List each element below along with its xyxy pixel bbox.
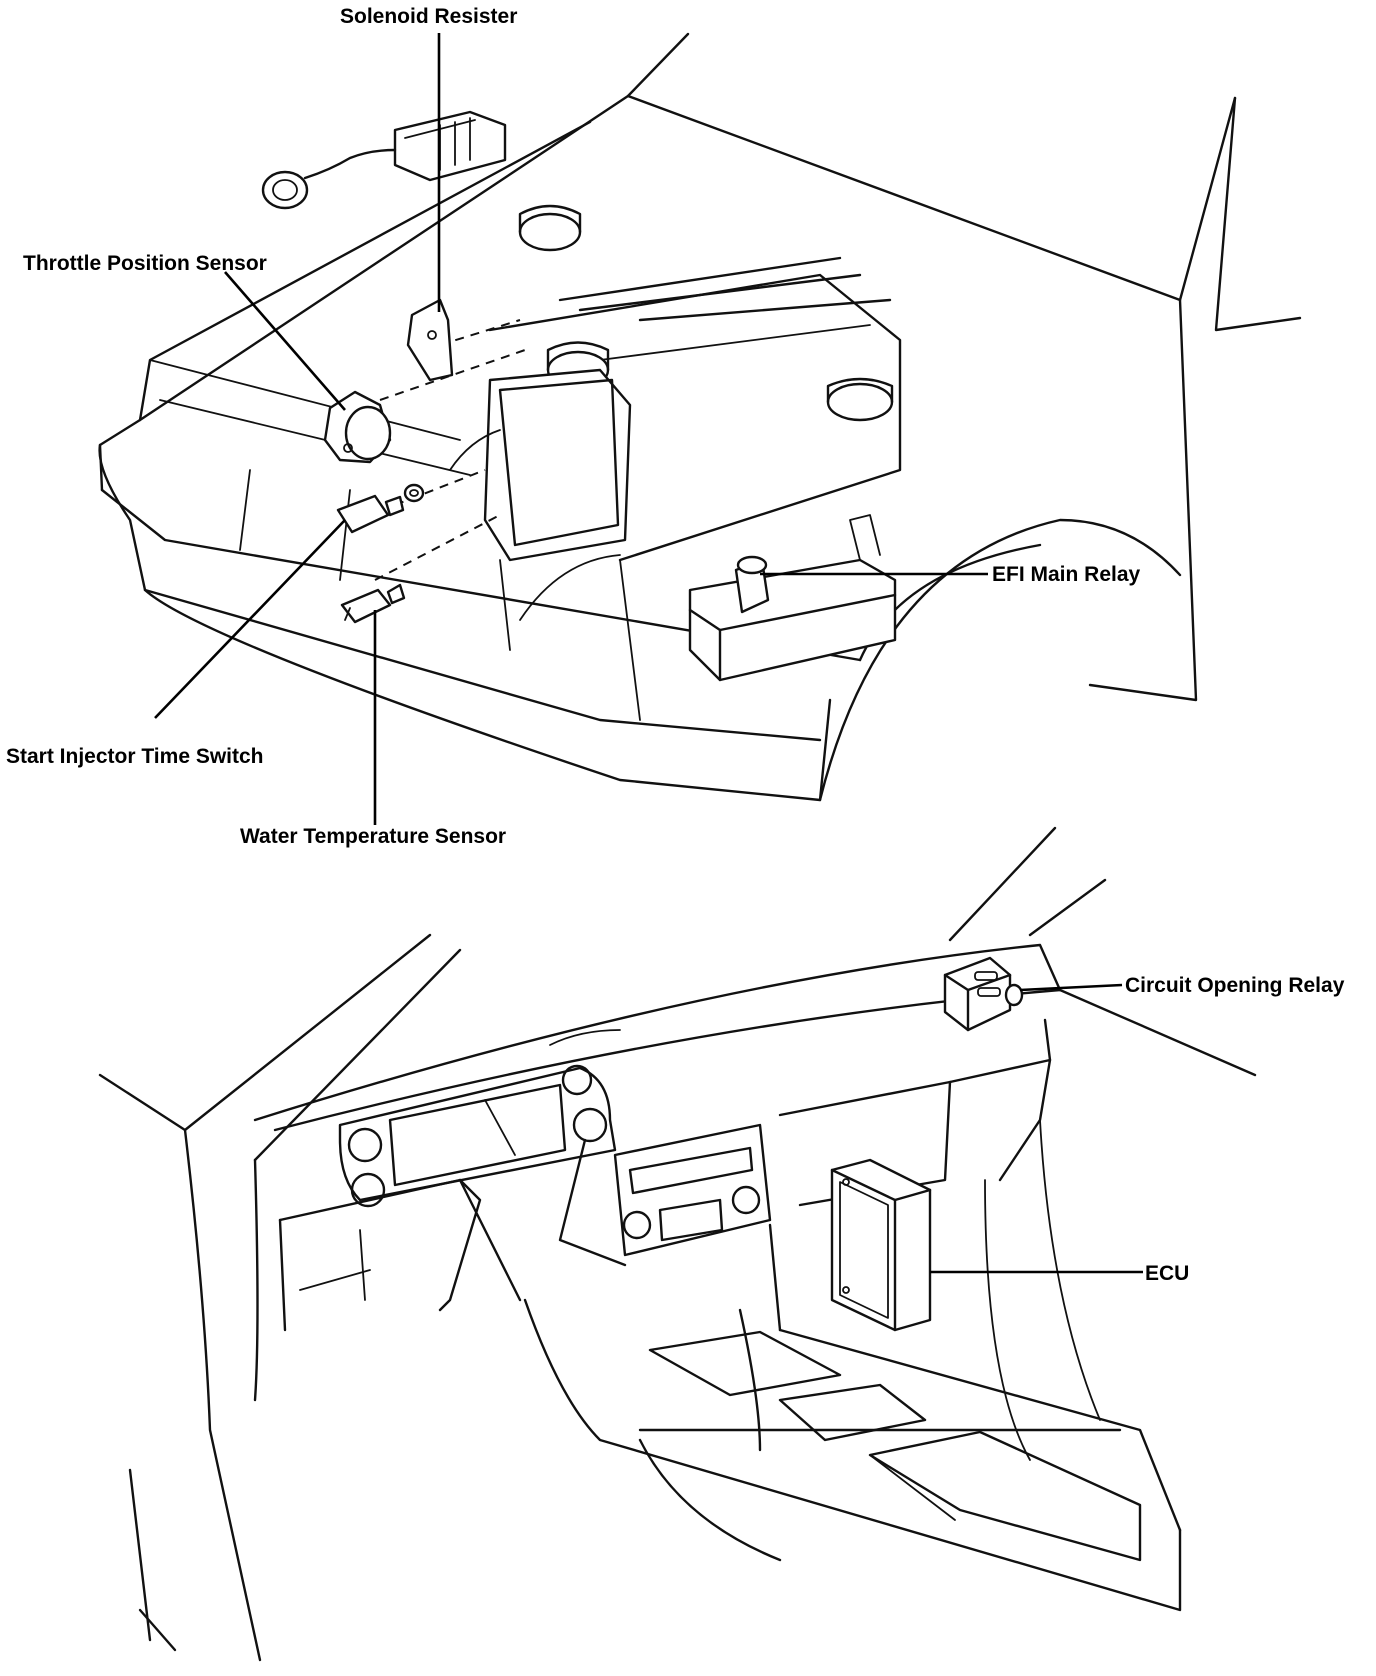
engine-compartment-drawing <box>98 32 1302 802</box>
leader-lines <box>154 33 1143 1274</box>
interior-dashboard-drawing <box>98 826 1257 1662</box>
label-efi-main-relay: EFI Main Relay <box>992 563 1141 586</box>
label-ecu: ECU <box>1145 1262 1189 1285</box>
label-start-injector-time-switch: Start Injector Time Switch <box>6 745 264 768</box>
label-throttle-position-sensor: Throttle Position Sensor <box>23 252 267 275</box>
leader-start-injector-time-switch <box>154 519 346 719</box>
solenoid-resister-part <box>261 110 507 382</box>
circuit-opening-relay-part <box>943 956 1024 1032</box>
component-labels: Solenoid Resister Throttle Position Sens… <box>6 5 1345 1285</box>
leader-circuit-opening-relay <box>1019 983 1123 992</box>
label-water-temperature-sensor: Water Temperature Sensor <box>240 825 506 848</box>
ecu-part <box>830 1158 932 1332</box>
label-solenoid-resister: Solenoid Resister <box>340 5 517 28</box>
start-injector-time-switch-part <box>336 483 425 534</box>
throttle-position-sensor-part <box>323 390 392 464</box>
water-temperature-sensor-part <box>340 583 406 624</box>
label-circuit-opening-relay: Circuit Opening Relay <box>1125 974 1345 997</box>
leader-throttle-position-sensor <box>224 271 346 411</box>
